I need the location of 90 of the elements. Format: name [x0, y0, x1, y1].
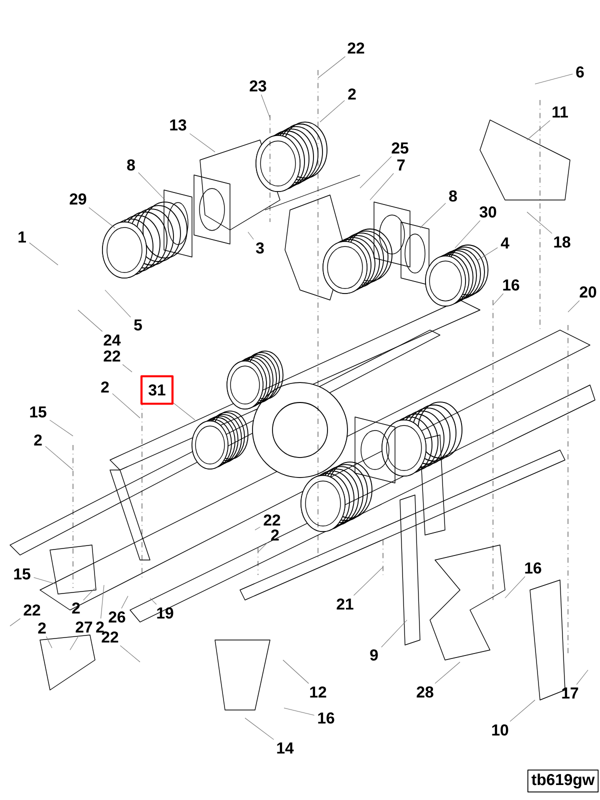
callout-number: 18: [554, 236, 570, 248]
leader-line: [260, 94, 270, 118]
callout-number: 22: [102, 631, 118, 643]
leader-line: [568, 300, 580, 312]
leader-line: [526, 120, 550, 140]
callout-number: 14: [277, 742, 294, 754]
callout-number: 23: [250, 80, 266, 92]
leader-line: [120, 645, 140, 662]
leader-line: [526, 212, 552, 234]
leader-line: [320, 100, 345, 122]
callout-number: 2: [101, 381, 109, 393]
callout-number: 15: [30, 406, 46, 418]
leader-line: [100, 584, 104, 619]
leader-line: [478, 247, 498, 260]
leader-line: [504, 576, 526, 598]
callout-number: 2: [271, 529, 279, 541]
leader-line: [45, 446, 74, 470]
callout-number: 2: [34, 434, 42, 446]
leader-line: [353, 566, 384, 596]
callout-number: 21: [336, 598, 354, 610]
callout-number: 2: [38, 622, 46, 634]
callout-number: 19: [157, 607, 174, 619]
leader-line: [370, 173, 394, 200]
leader-line: [138, 172, 166, 200]
callout-number: 16: [318, 712, 334, 724]
leader-line: [510, 700, 536, 722]
leader-line: [83, 588, 96, 600]
callout-number: 8: [127, 159, 135, 171]
drawing-code-box: tb619gw: [527, 770, 599, 792]
callout-number: 20: [580, 286, 596, 298]
callout-number: 1: [18, 232, 26, 242]
callout-number: 25: [392, 142, 408, 154]
callout-number: 6: [576, 66, 584, 78]
leader-line: [112, 393, 140, 418]
callout-number: 27: [76, 621, 92, 633]
highlight-box: 31: [140, 375, 174, 405]
leader-line: [576, 670, 588, 685]
leader-line: [258, 542, 268, 552]
leader-line: [10, 618, 21, 626]
callout-number: 15: [14, 568, 30, 580]
callout-number: 12: [310, 686, 326, 698]
leader-line: [190, 133, 216, 152]
callout-number: 7: [397, 160, 405, 170]
leader-line: [122, 364, 132, 372]
callout-number: 22: [104, 350, 120, 362]
callout-number: 28: [416, 686, 434, 698]
callout-number: 11: [552, 106, 568, 118]
leader-line: [29, 242, 58, 266]
leader-line: [248, 232, 254, 240]
leader-line: [420, 202, 446, 228]
callout-number: 8: [449, 190, 457, 202]
leader-line: [50, 420, 74, 436]
leader-line: [173, 402, 196, 420]
leader-line: [34, 577, 56, 584]
callout-number: 9: [370, 649, 378, 661]
callout-number: 29: [70, 193, 86, 205]
callout-number: 22: [348, 42, 364, 54]
callout-number: 16: [503, 279, 520, 291]
leader-line: [284, 708, 314, 716]
leader-line: [534, 74, 573, 84]
leader-line: [282, 660, 309, 684]
leader-line: [454, 220, 480, 248]
leader-line: [254, 526, 260, 530]
leader-line: [46, 636, 52, 648]
callout-number: 13: [170, 119, 186, 131]
leader-line: [492, 293, 504, 306]
leader-line: [104, 290, 131, 318]
callout-number: 22: [264, 514, 280, 526]
leader-line: [244, 718, 274, 740]
callout-number: 26: [108, 611, 126, 623]
callout-number: 22: [24, 604, 40, 616]
leader-line: [78, 310, 103, 332]
callout-number: 24: [104, 334, 121, 346]
leader-line: [360, 156, 392, 188]
leader-line: [381, 620, 408, 648]
leader-line: [434, 662, 460, 684]
leader-line: [150, 598, 157, 605]
callout-number: 5: [134, 319, 142, 331]
callout-number: 2: [96, 621, 104, 633]
callout-number: 10: [492, 724, 508, 736]
callout-number: 2: [348, 88, 356, 100]
callout-number: 4: [500, 238, 510, 248]
callout-number: 17: [562, 688, 578, 698]
leader-line: [121, 596, 128, 609]
callout-number: 3: [256, 242, 264, 254]
callout-number: 16: [525, 562, 542, 574]
leader-line: [70, 635, 80, 650]
leader-line: [318, 56, 346, 78]
leader-line: [88, 207, 116, 228]
callout-number: 30: [480, 206, 496, 218]
